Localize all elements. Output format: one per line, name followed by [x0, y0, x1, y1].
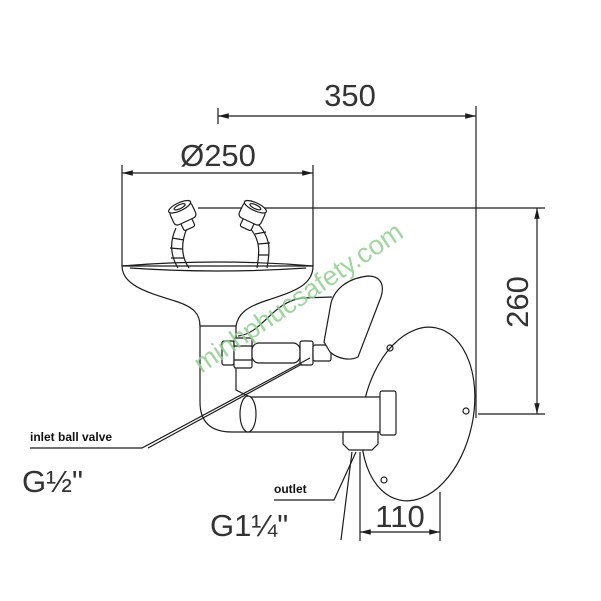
valve-body [251, 342, 301, 364]
inlet-thread-size: G½" [22, 464, 83, 499]
dimension-height: 260 [198, 207, 545, 415]
head-nozzle [249, 203, 262, 211]
drain-pipe [199, 321, 397, 451]
dimension-bowl-diameter: Ø250 [121, 138, 314, 266]
pipe-flange [379, 390, 397, 436]
hose-edge [182, 227, 190, 269]
hose-left [169, 227, 190, 269]
leader-line [274, 451, 357, 501]
bowl-body [121, 265, 314, 327]
leader-line [147, 363, 303, 449]
hose-edge [247, 225, 260, 269]
leader-line [30, 357, 311, 449]
bowl-rim-inner [129, 267, 307, 272]
screw-hole-icon [462, 407, 470, 415]
handle-bracket [237, 296, 333, 337]
inlet-label: inlet ball valve [30, 430, 112, 444]
screw-hole-icon [386, 344, 394, 352]
dimension-value: 260 [500, 276, 535, 328]
inlet-ball-valve [221, 337, 332, 369]
dimension-value: Ø250 [180, 138, 256, 173]
valve-nut-right [299, 340, 314, 366]
dimension-value: 350 [324, 78, 376, 113]
head-nozzle [173, 203, 186, 211]
dimension-overall-width: 350 [217, 78, 477, 418]
outlet-connector [342, 431, 379, 451]
spray-head-left-icon [168, 199, 197, 231]
hose-right [247, 223, 271, 269]
spray-head-right-icon [238, 199, 267, 231]
push-handle [323, 275, 383, 360]
outlet-thread-size: G1¼" [210, 508, 288, 543]
dimension-plate-depth: 110 [359, 452, 441, 541]
screw-hole-icon [380, 476, 388, 484]
hose-edge [170, 227, 179, 269]
hose-rings [169, 237, 185, 259]
eyewash-bowl [121, 261, 314, 327]
hose-rings [254, 231, 271, 256]
pipe-end [239, 395, 257, 433]
hose-edge [257, 223, 270, 269]
outlet-label: outlet [274, 482, 307, 496]
outlet-callout: outlet G1¼" [210, 451, 357, 543]
dimension-value: 110 [375, 499, 424, 534]
inlet-callout: inlet ball valve G½" [22, 357, 311, 499]
bowl-rim [121, 261, 314, 267]
leader-line [340, 451, 353, 541]
